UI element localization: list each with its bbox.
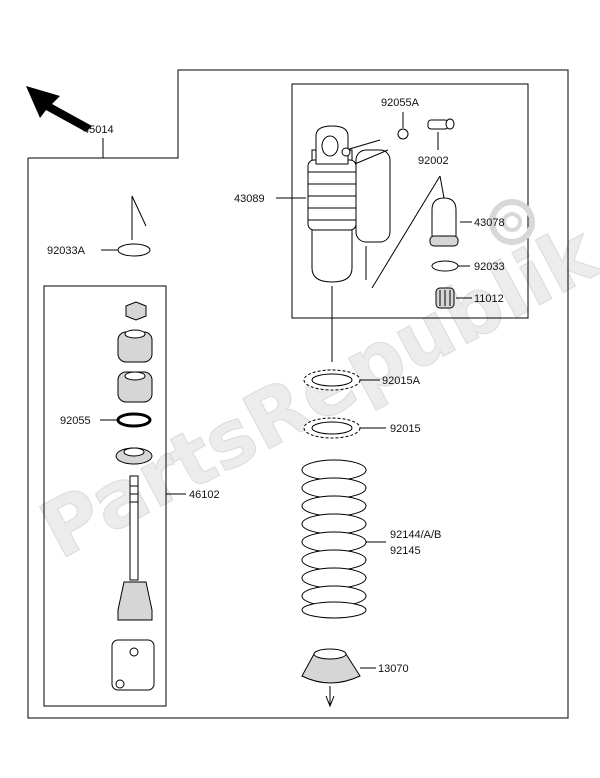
label-46102: 46102 — [189, 489, 220, 501]
o-ring-92055 — [116, 412, 152, 428]
shock-body-43089 — [307, 125, 391, 283]
lock-ring-92015 — [303, 417, 361, 439]
bump-stop-lower — [117, 371, 153, 403]
label-92033: 92033 — [474, 261, 505, 273]
o-ring-92055A — [397, 128, 409, 140]
lock-ring-92015A — [303, 369, 361, 391]
label-45014: 45014 — [83, 124, 114, 136]
label-92144: 92144/A/B — [390, 529, 441, 541]
bump-stop-upper — [117, 329, 153, 363]
label-43089: 43089 — [234, 193, 265, 205]
label-92002: 92002 — [418, 155, 449, 167]
label-92015: 92015 — [390, 423, 421, 435]
label-11012: 11012 — [474, 293, 504, 305]
label-92015A: 92015A — [382, 375, 421, 387]
label-43078: 43078 — [474, 217, 505, 229]
coil-spring — [301, 459, 367, 619]
circlip-92033 — [431, 260, 459, 272]
rod-subframe — [43, 285, 167, 707]
clevis-mount — [111, 639, 155, 691]
reservoir-subframe — [291, 83, 529, 319]
spring-seat-13070 — [301, 648, 361, 684]
circlip-92033A — [117, 243, 151, 257]
label-92033A: 92033A — [47, 245, 86, 257]
label-92055A: 92055A — [381, 97, 420, 109]
nut-11012 — [435, 287, 455, 309]
piston-rod — [117, 475, 153, 621]
seal-housing — [115, 447, 153, 465]
label-92145: 92145 — [390, 545, 421, 557]
assembly-frame — [27, 69, 569, 719]
label-13070: 13070 — [378, 663, 409, 675]
cap-43078 — [429, 197, 459, 247]
gear-icon — [489, 199, 535, 245]
valve-92002 — [427, 118, 455, 130]
front-arrow-icon — [26, 86, 92, 132]
rod-nut — [125, 301, 147, 321]
label-92055: 92055 — [60, 415, 91, 427]
